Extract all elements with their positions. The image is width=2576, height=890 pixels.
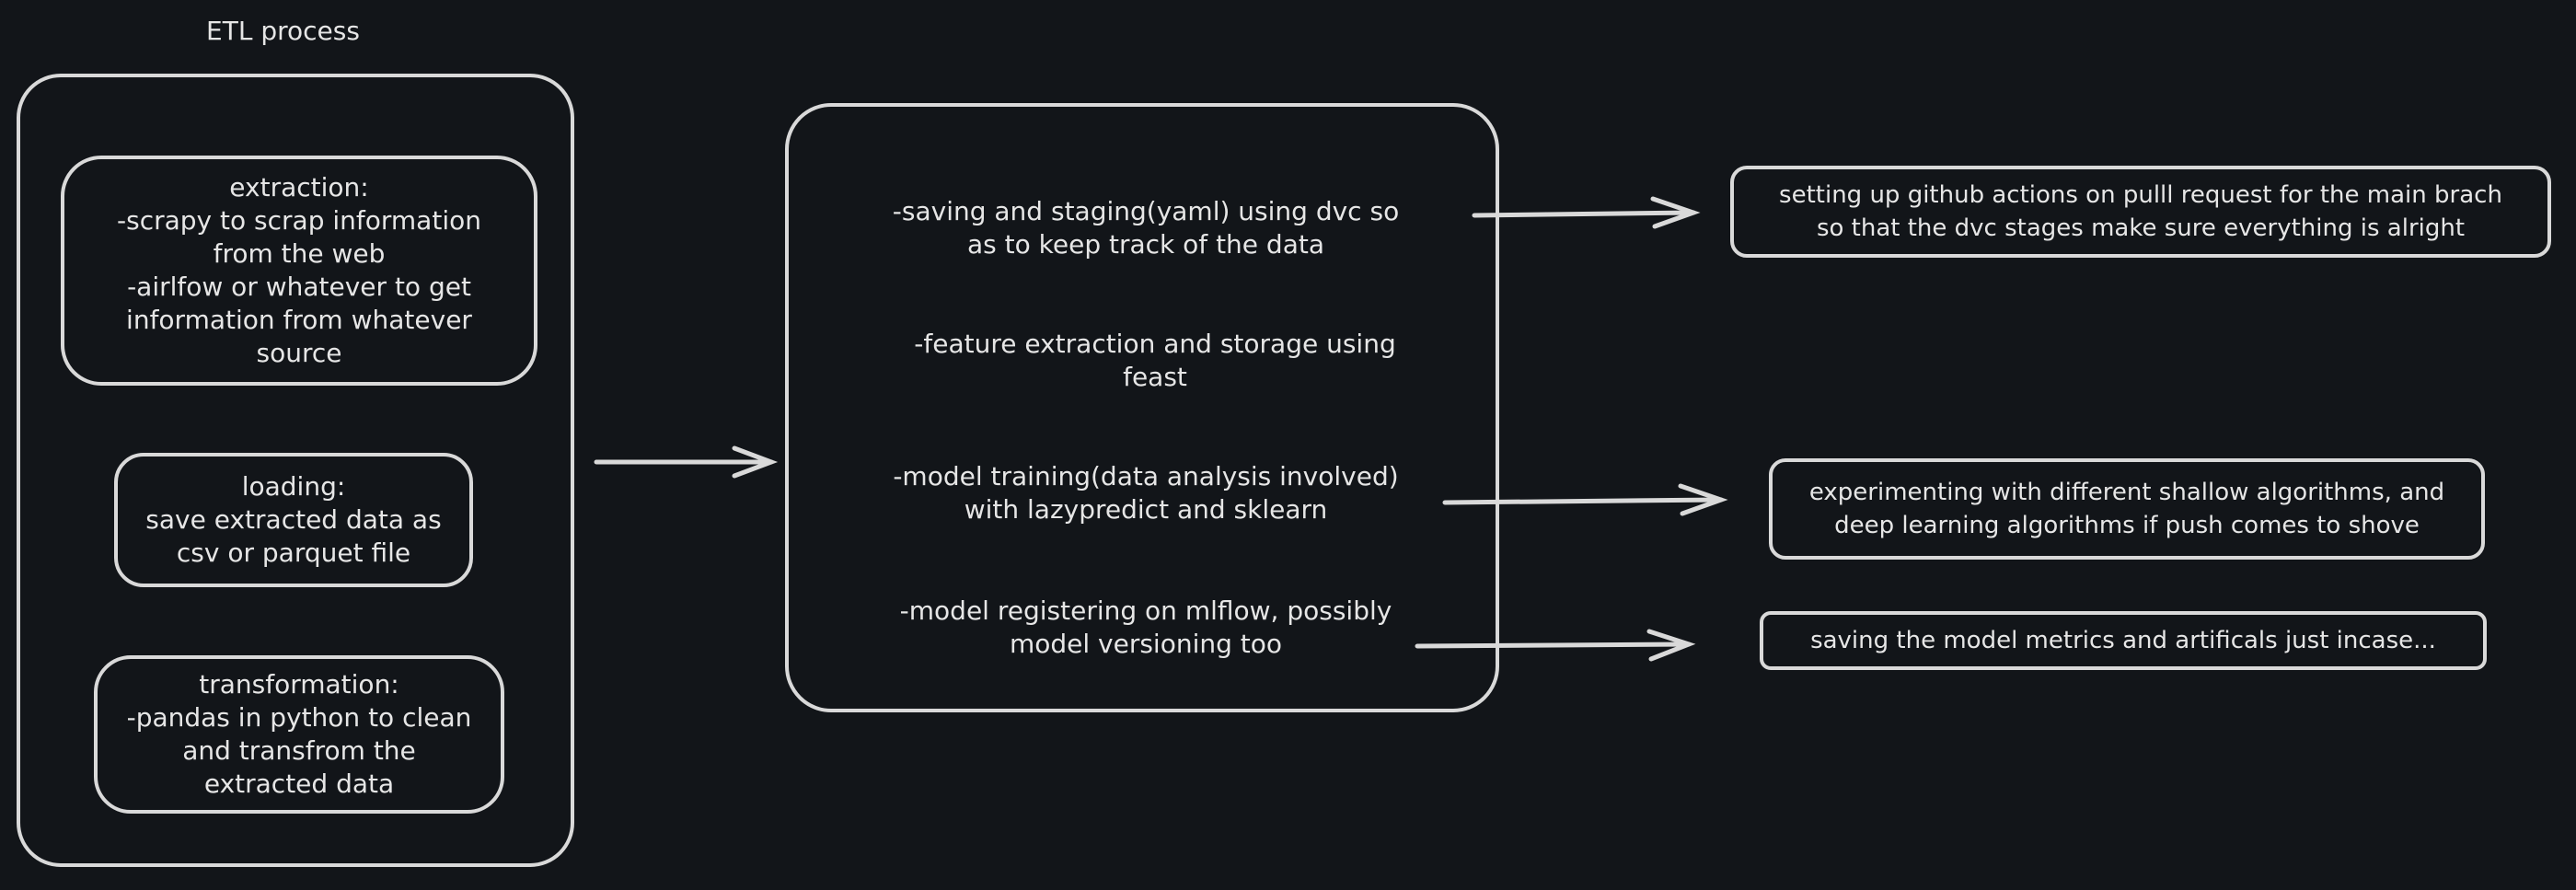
step-feast-line: -feature extraction and storage using	[914, 329, 1396, 359]
loading-line: save extracted data as	[145, 504, 442, 535]
step-feast-line: feast	[1123, 362, 1187, 392]
step-dvc: -saving and staging(yaml) using dvc so a…	[847, 195, 1445, 261]
step-training-line: with lazypredict and sklearn	[964, 494, 1328, 525]
loading-heading: loading:	[241, 471, 346, 502]
diagram-title: ETL process	[138, 15, 428, 48]
transformation-heading: transformation:	[199, 669, 399, 699]
step-training-line: -model training(data analysis involved)	[893, 461, 1399, 491]
pipeline-container	[785, 103, 1499, 712]
metrics-line: saving the model metrics and artificals …	[1810, 627, 2436, 654]
github-actions-note: setting up github actions on pulll reque…	[1730, 166, 2551, 258]
step-training: -model training(data analysis involved) …	[847, 460, 1445, 526]
github-actions-line: so that the dvc stages make sure everyth…	[1816, 214, 2466, 242]
step-dvc-line: -saving and staging(yaml) using dvc so	[892, 196, 1400, 226]
step-dvc-line: as to keep track of the data	[967, 229, 1324, 260]
step-registry-line: -model registering on mlflow, possibly	[899, 595, 1392, 626]
transformation-line: extracted data	[203, 769, 395, 799]
step-feast: -feature extraction and storage using fe…	[856, 328, 1454, 394]
diagram-title-text: ETL process	[206, 16, 360, 46]
extraction-line: information from whatever	[126, 305, 472, 335]
extraction-line: -airlfow or whatever to get	[127, 272, 471, 302]
loading-box: loading: save extracted data as csv or p…	[114, 453, 473, 587]
extraction-box: extraction: -scrapy to scrap information…	[61, 156, 537, 386]
arrow-etl-to-pipeline	[594, 445, 779, 479]
arrow-registry-to-metrics	[1415, 629, 1696, 662]
loading-line: csv or parquet file	[176, 537, 411, 568]
etl-container	[17, 74, 574, 867]
extraction-line: from the web	[213, 238, 386, 269]
transformation-line: and transfrom the	[182, 735, 416, 766]
arrow-training-to-experiments	[1442, 483, 1728, 516]
extraction-heading: extraction:	[229, 172, 369, 202]
transformation-box: transformation: -pandas in python to cle…	[94, 655, 504, 814]
experiments-line: experimenting with different shallow alg…	[1808, 479, 2445, 506]
github-actions-line: setting up github actions on pulll reque…	[1779, 181, 2502, 209]
experiments-line: deep learning algorithms if push comes t…	[1834, 512, 2420, 539]
step-registry-line: model versioning too	[1009, 629, 1283, 659]
experiments-note: experimenting with different shallow alg…	[1769, 458, 2485, 560]
metrics-note: saving the model metrics and artificals …	[1760, 611, 2487, 670]
extraction-line: source	[256, 338, 342, 368]
transformation-line: -pandas in python to clean	[126, 702, 472, 733]
extraction-line: -scrapy to scrap information	[117, 205, 481, 236]
step-registry: -model registering on mlflow, possibly m…	[847, 595, 1445, 661]
arrow-dvc-to-github-actions	[1472, 196, 1701, 229]
